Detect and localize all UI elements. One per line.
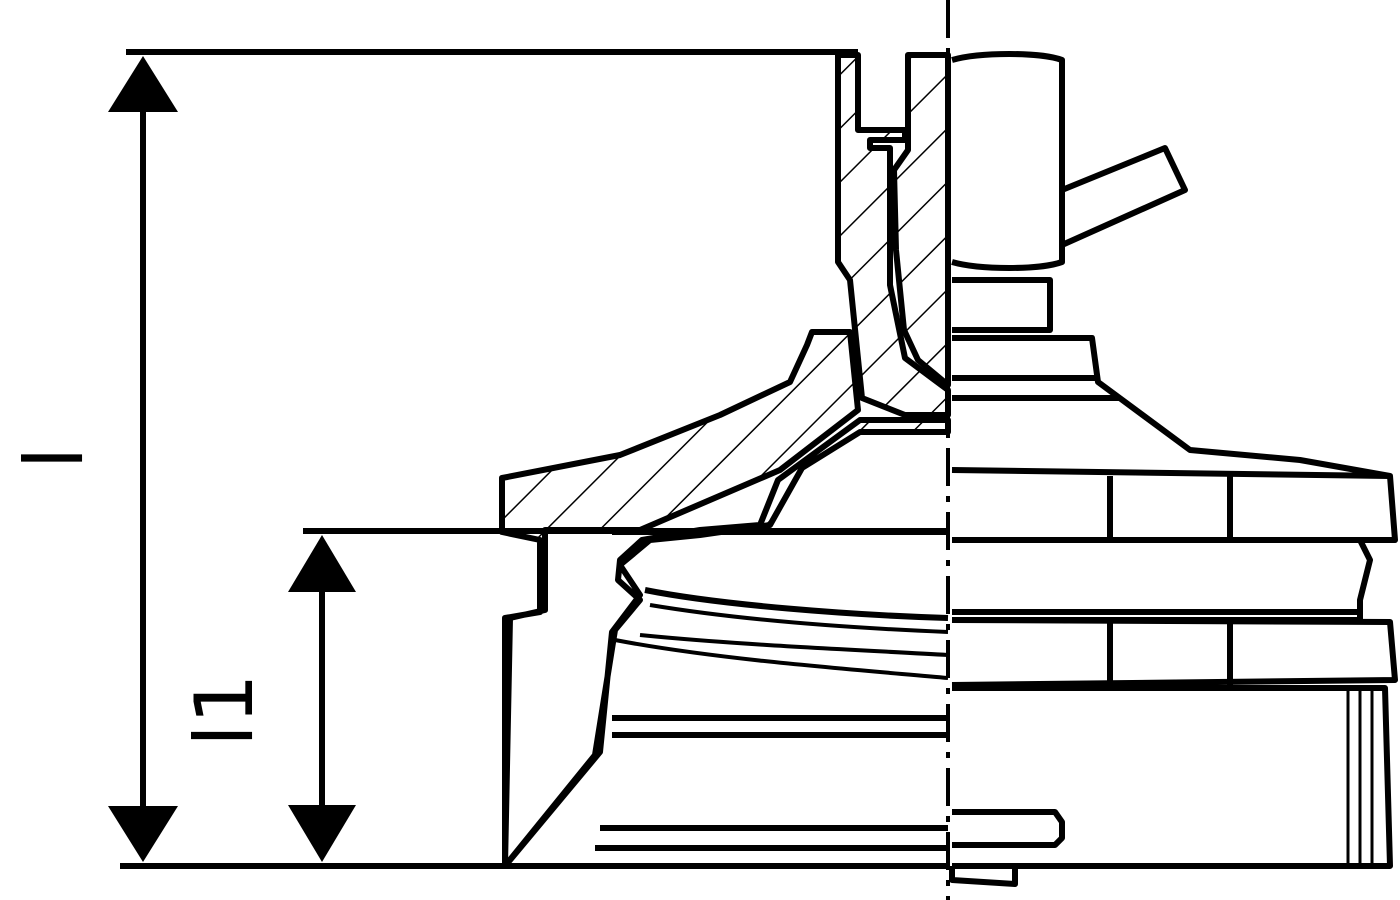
body-curve-line — [614, 638, 949, 680]
bonnet-section — [499, 329, 951, 869]
arrowhead-down-icon — [288, 805, 356, 862]
bonnet-exterior — [952, 335, 1398, 543]
right-exterior-view — [949, 51, 1398, 887]
drain-fitting — [952, 809, 1065, 848]
valve-seat-curve — [644, 587, 949, 621]
tailpiece — [952, 685, 1393, 869]
arrowhead-down-icon — [108, 806, 178, 862]
spindle-inner-section — [891, 52, 951, 388]
flange-top-line — [951, 467, 1391, 479]
valve-seat-curve-2 — [649, 603, 949, 634]
body-collar — [952, 537, 1373, 623]
dimension-label-l1: l1 — [178, 673, 271, 746]
arrowhead-up-icon — [108, 56, 178, 112]
left-section-view — [499, 52, 951, 869]
dimension-label-l: l — [8, 447, 101, 469]
union-nut — [951, 617, 1398, 688]
arrowhead-up-icon — [288, 535, 356, 592]
dimension-overall-height — [108, 49, 858, 869]
spindle-section — [835, 52, 951, 418]
stem-neck — [952, 277, 1053, 333]
bottom-lip — [949, 866, 1018, 887]
body-step-line — [639, 633, 949, 657]
lever-arm — [1060, 145, 1188, 248]
handwheel-knob — [951, 51, 1065, 271]
